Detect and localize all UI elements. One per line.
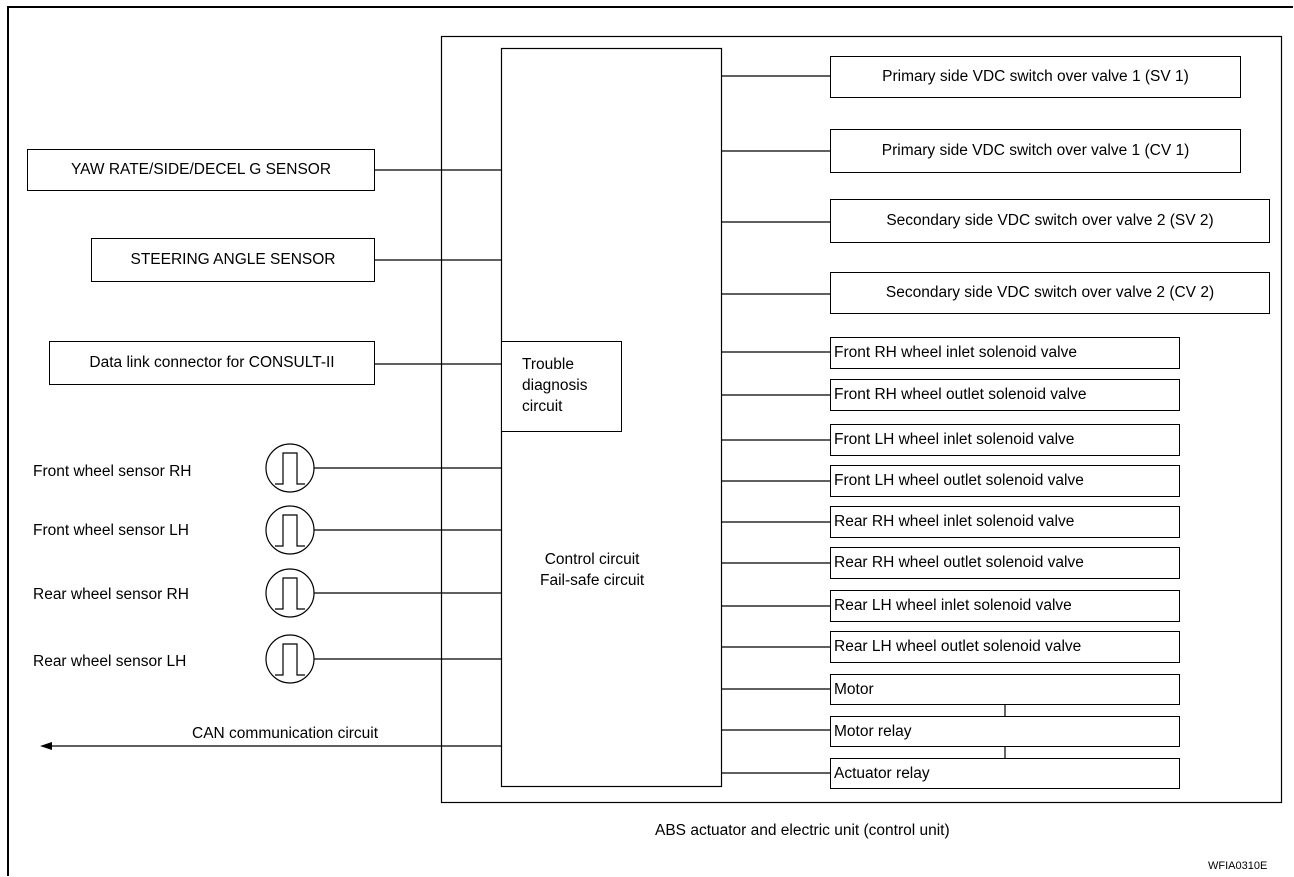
output-box-front-lh-inlet: Front LH wheel inlet solenoid valve	[830, 424, 1180, 456]
output-box-rear-lh-inlet: Rear LH wheel inlet solenoid valve	[830, 590, 1180, 622]
wheel-sensor-symbol	[265, 568, 315, 618]
wheel-sensor-symbol	[265, 505, 315, 555]
output-box-rear-lh-outlet: Rear LH wheel outlet solenoid valve	[830, 631, 1180, 663]
can-communication-label: CAN communication circuit	[192, 725, 379, 742]
abs-unit-border	[440, 35, 1283, 804]
can-arrow-head	[40, 742, 52, 750]
output-box-sv2: Secondary side VDC switch over valve 2 (…	[830, 199, 1270, 243]
data-link-connector-label: Data link connector for CONSULT-II	[89, 354, 335, 371]
unit-caption: ABS actuator and electric unit (control …	[655, 822, 950, 839]
output-box-sv1: Primary side VDC switch over valve 1 (SV…	[830, 56, 1241, 98]
output-box-actuator-relay: Actuator relay	[830, 758, 1180, 789]
output-box-front-rh-outlet: Front RH wheel outlet solenoid valve	[830, 379, 1180, 411]
data-link-connector-box: Data link connector for CONSULT-II	[49, 341, 375, 385]
steering-angle-sensor-box: STEERING ANGLE SENSOR	[91, 238, 375, 282]
wheel-sensor-label-rear-rh: Rear wheel sensor RH	[33, 586, 189, 603]
wheel-sensor-label-rear-lh: Rear wheel sensor LH	[33, 653, 187, 670]
wheel-sensor-symbol	[265, 634, 315, 684]
steering-angle-sensor-label: STEERING ANGLE SENSOR	[130, 251, 336, 268]
figure-code: WFIA0310E	[1208, 860, 1268, 872]
yaw-rate-sensor-label: YAW RATE/SIDE/DECEL G SENSOR	[70, 161, 332, 178]
yaw-rate-sensor-box: YAW RATE/SIDE/DECEL G SENSOR	[27, 149, 375, 191]
wheel-sensor-label-front-rh: Front wheel sensor RH	[33, 463, 192, 480]
output-box-motor: Motor	[830, 674, 1180, 705]
output-box-rear-rh-inlet: Rear RH wheel inlet solenoid valve	[830, 506, 1180, 538]
output-box-cv2: Secondary side VDC switch over valve 2 (…	[830, 272, 1270, 314]
wheel-sensor-symbol	[265, 443, 315, 493]
output-box-cv1: Primary side VDC switch over valve 1 (CV…	[830, 129, 1241, 173]
control-circuit-label: Control circuit Fail-safe circuit	[540, 551, 645, 589]
trouble-diagnosis-circuit-box: Trouble diagnosis circuit	[501, 341, 622, 432]
output-box-motor-relay: Motor relay	[830, 716, 1180, 747]
output-box-rear-rh-outlet: Rear RH wheel outlet solenoid valve	[830, 547, 1180, 579]
output-box-front-rh-inlet: Front RH wheel inlet solenoid valve	[830, 337, 1180, 369]
output-box-front-lh-outlet: Front LH wheel outlet solenoid valve	[830, 465, 1180, 497]
wheel-sensor-label-front-lh: Front wheel sensor LH	[33, 522, 189, 539]
trouble-diagnosis-circuit-label: Trouble diagnosis circuit	[522, 356, 588, 415]
